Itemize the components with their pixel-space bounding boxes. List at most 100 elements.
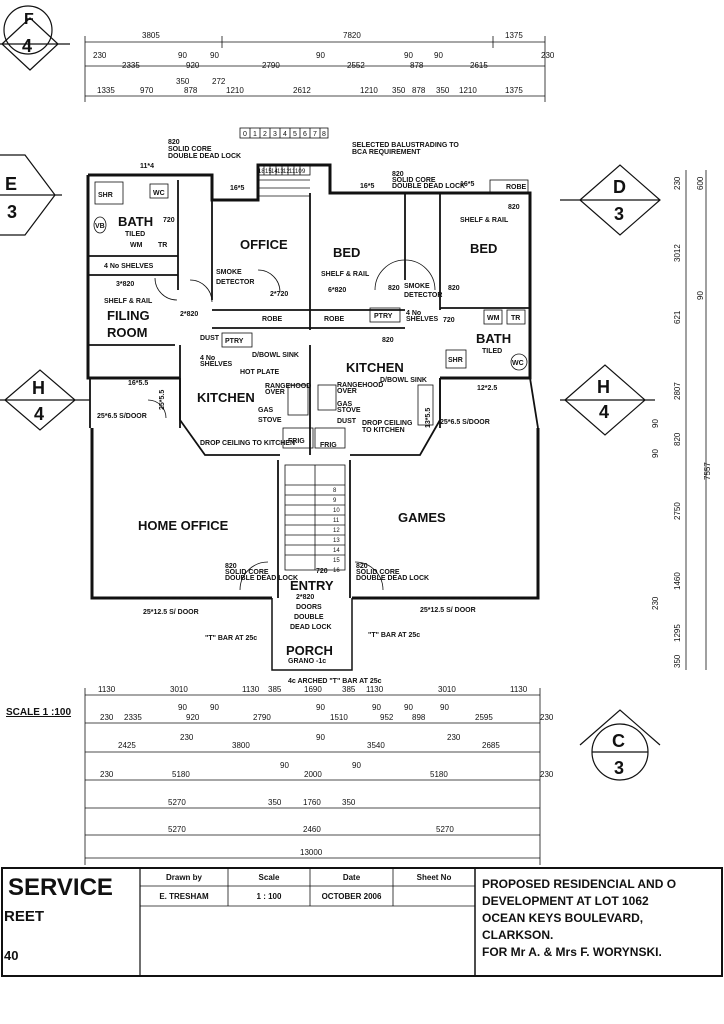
svg-text:230: 230 [673, 176, 682, 190]
section-marker-d3: D 3 [560, 164, 661, 236]
svg-text:820: 820 [388, 285, 400, 292]
top-dim-3: 1375 [505, 31, 523, 40]
svg-text:SOLID CORE: SOLID CORE [225, 569, 269, 576]
svg-text:ROBE: ROBE [324, 316, 345, 323]
svg-text:14: 14 [333, 548, 340, 554]
svg-text:8: 8 [333, 488, 337, 494]
svg-text:350: 350 [673, 654, 682, 668]
svg-text:230: 230 [447, 733, 461, 742]
room-tiled-left: TILED [125, 231, 145, 238]
svg-text:DOORS: DOORS [296, 604, 322, 611]
svg-text:2*820: 2*820 [180, 311, 198, 318]
section-marker-e3: E 3 [0, 154, 62, 236]
svg-text:2335: 2335 [122, 61, 140, 70]
svg-text:820: 820 [448, 285, 460, 292]
svg-text:GRANO -1c: GRANO -1c [288, 658, 326, 665]
section-d-letter: D [613, 177, 626, 197]
svg-text:878: 878 [410, 61, 424, 70]
svg-text:1210: 1210 [360, 86, 378, 95]
svg-text:90: 90 [651, 419, 660, 428]
svg-text:14: 14 [271, 169, 278, 175]
svg-text:600: 600 [696, 176, 705, 190]
svg-text:HOT PLATE: HOT PLATE [240, 369, 279, 376]
svg-text:90: 90 [210, 51, 219, 60]
svg-text:SHR: SHR [98, 192, 113, 199]
svg-text:SMOKE: SMOKE [404, 283, 430, 290]
room-bed-left: BED [333, 245, 360, 260]
top-dimension-text: 3805 7820 1375 230 2335 90 920 90 2790 9… [93, 31, 555, 95]
top-dim-1: 3805 [142, 31, 160, 40]
svg-text:2*720: 2*720 [270, 291, 288, 298]
svg-text:16: 16 [333, 568, 340, 574]
svg-text:GAS: GAS [337, 401, 353, 408]
svg-text:SHELF & RAIL: SHELF & RAIL [460, 217, 509, 224]
svg-text:90: 90 [178, 51, 187, 60]
svg-text:DROP CEILING: DROP CEILING [362, 420, 413, 427]
svg-text:1210: 1210 [459, 86, 477, 95]
svg-text:DOUBLE DEAD LOCK: DOUBLE DEAD LOCK [225, 575, 298, 582]
svg-text:16*5: 16*5 [360, 183, 375, 190]
svg-text:DETECTOR: DETECTOR [404, 292, 442, 299]
svg-text:2425: 2425 [118, 741, 136, 750]
section-f-letter: F [24, 11, 34, 28]
svg-text:7: 7 [313, 131, 317, 138]
svg-text:WM: WM [487, 315, 500, 322]
title-block-frame [1, 867, 723, 977]
svg-text:1130: 1130 [242, 685, 260, 694]
svg-text:PTRY: PTRY [374, 313, 393, 320]
svg-text:5180: 5180 [430, 770, 448, 779]
inner-walls [88, 180, 539, 598]
svg-text:230: 230 [100, 713, 114, 722]
svg-text:5180: 5180 [172, 770, 190, 779]
svg-text:272: 272 [212, 77, 226, 86]
svg-text:25*12.5 S/ DOOR: 25*12.5 S/ DOOR [143, 609, 199, 616]
svg-text:DEAD LOCK: DEAD LOCK [290, 624, 332, 631]
svg-text:230: 230 [180, 733, 194, 742]
svg-text:4c ARCHED "T" BAR AT 25c: 4c ARCHED "T" BAR AT 25c [288, 678, 382, 685]
section-h-right-letter: H [597, 377, 610, 397]
room-entry: ENTRY [290, 578, 334, 593]
svg-text:1460: 1460 [673, 572, 682, 590]
svg-text:11: 11 [289, 169, 296, 175]
svg-text:2790: 2790 [253, 713, 271, 722]
svg-text:3012: 3012 [673, 244, 682, 262]
svg-text:385: 385 [268, 685, 282, 694]
section-marker-h4-left: H 4 [0, 369, 90, 431]
room-office: OFFICE [240, 237, 288, 252]
svg-text:STOVE: STOVE [337, 407, 361, 414]
svg-text:10: 10 [295, 169, 302, 175]
svg-text:13000: 13000 [300, 848, 323, 857]
svg-text:8: 8 [322, 131, 326, 138]
room-kitchen-right: KITCHEN [346, 360, 404, 375]
svg-text:4 No: 4 No [200, 355, 215, 362]
stairs-lower-numbers: 8 9 10 11 12 13 14 15 16 [333, 488, 340, 574]
svg-text:2685: 2685 [482, 741, 500, 750]
svg-text:2615: 2615 [470, 61, 488, 70]
svg-text:820: 820 [225, 563, 237, 570]
section-marker-f4: F 4 [0, 5, 70, 71]
room-bed-right: BED [470, 241, 497, 256]
svg-text:720: 720 [163, 217, 175, 224]
svg-text:350: 350 [436, 86, 450, 95]
svg-text:90: 90 [651, 449, 660, 458]
svg-text:385: 385 [342, 685, 356, 694]
svg-text:1690: 1690 [304, 685, 322, 694]
svg-text:ROBE: ROBE [262, 316, 283, 323]
svg-text:1130: 1130 [98, 685, 116, 694]
svg-text:16*5: 16*5 [230, 185, 245, 192]
svg-text:DETECTOR: DETECTOR [216, 279, 254, 286]
svg-text:90: 90 [696, 291, 705, 300]
section-marker-h4-right: H 4 [560, 364, 655, 436]
svg-text:878: 878 [412, 86, 426, 95]
svg-text:1510: 1510 [330, 713, 348, 722]
section-c-letter: C [612, 731, 625, 751]
svg-text:4 No: 4 No [406, 310, 421, 317]
bottom-dimension-text: 1130 3010 1130 385 1690 385 1130 3010 11… [98, 685, 554, 857]
svg-text:BCA REQUIREMENT: BCA REQUIREMENT [352, 149, 421, 156]
svg-text:FRIG: FRIG [320, 442, 337, 449]
scale-label: SCALE 1 :100 [6, 707, 71, 718]
svg-text:2000: 2000 [304, 770, 322, 779]
room-home-office: HOME OFFICE [138, 518, 229, 533]
svg-text:"T" BAR AT 25c: "T" BAR AT 25c [368, 632, 420, 639]
